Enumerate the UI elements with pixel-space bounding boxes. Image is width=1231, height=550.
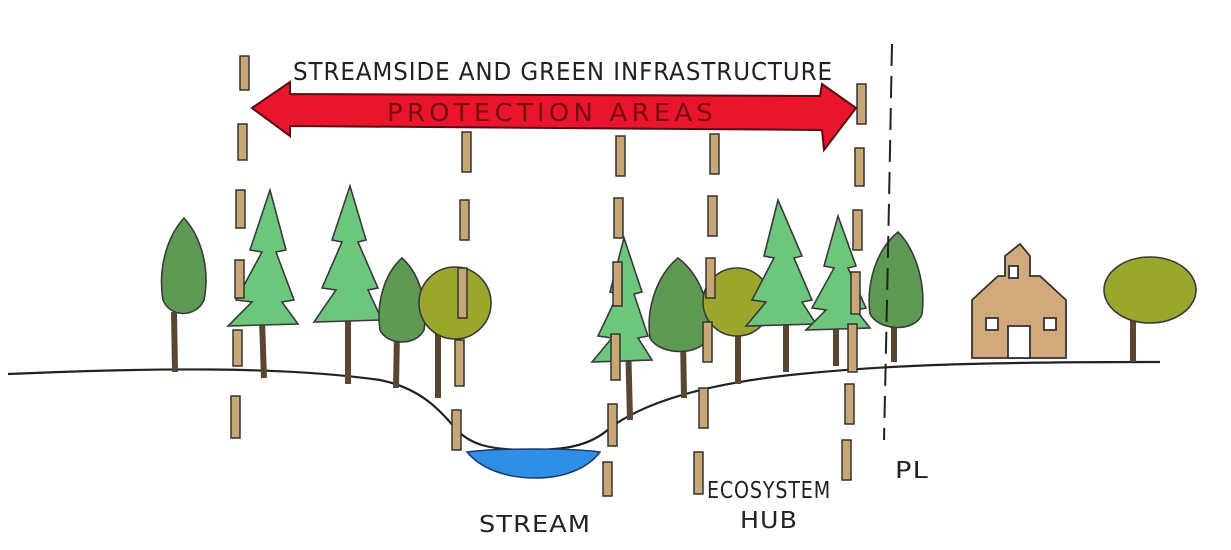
- stake: [607, 403, 618, 447]
- stake: [602, 461, 613, 497]
- stake: [693, 451, 704, 495]
- stake: [847, 323, 858, 373]
- stake: [698, 387, 709, 429]
- tree: [648, 256, 710, 399]
- arrow-label: PROTECTION AREAS: [387, 98, 717, 127]
- stake: [705, 257, 716, 299]
- house-window: [985, 317, 999, 331]
- tree: [868, 230, 924, 362]
- protection-areas-arrow: [250, 80, 858, 153]
- stake: [707, 195, 718, 237]
- property-line-label: PL: [895, 458, 929, 484]
- stake: [613, 197, 624, 239]
- ground-line: [7, 360, 1161, 452]
- diagram-title: STREAMSIDE AND GREEN INFRASTRUCTURE: [293, 57, 833, 86]
- trees: [160, 183, 1197, 421]
- tree: [418, 266, 492, 398]
- stake: [235, 189, 246, 229]
- house: [971, 242, 1067, 359]
- stake: [702, 321, 713, 363]
- stake: [237, 123, 248, 161]
- stake: [234, 259, 245, 299]
- stake: [854, 147, 865, 187]
- stake: [856, 83, 867, 125]
- ecosystem-label: ECOSYSTEM: [707, 478, 831, 504]
- stake: [459, 199, 470, 241]
- tree: [160, 216, 207, 373]
- stake: [457, 267, 468, 319]
- stake: [612, 261, 623, 307]
- stake: [615, 135, 626, 177]
- stake: [852, 209, 863, 251]
- house-window: [1043, 317, 1057, 331]
- stake: [850, 271, 861, 315]
- stake: [461, 131, 472, 173]
- tree: [226, 187, 300, 379]
- hub-label: HUB: [740, 508, 798, 534]
- stake: [239, 55, 250, 91]
- stake: [230, 395, 241, 439]
- zone-stakes: [230, 55, 867, 497]
- stake: [610, 333, 621, 381]
- tree: [1103, 256, 1197, 362]
- house-door: [1007, 325, 1031, 359]
- stake: [451, 409, 462, 451]
- stake: [844, 383, 855, 425]
- stream-label: STREAM: [479, 512, 591, 538]
- tree: [312, 183, 384, 384]
- stake: [232, 329, 243, 367]
- house-window: [1008, 265, 1019, 279]
- property-line: [883, 43, 893, 441]
- stake: [709, 133, 720, 175]
- stake: [454, 339, 465, 387]
- stream-water: [465, 448, 602, 479]
- tree: [744, 197, 818, 372]
- stake: [841, 439, 852, 481]
- tree: [378, 256, 426, 389]
